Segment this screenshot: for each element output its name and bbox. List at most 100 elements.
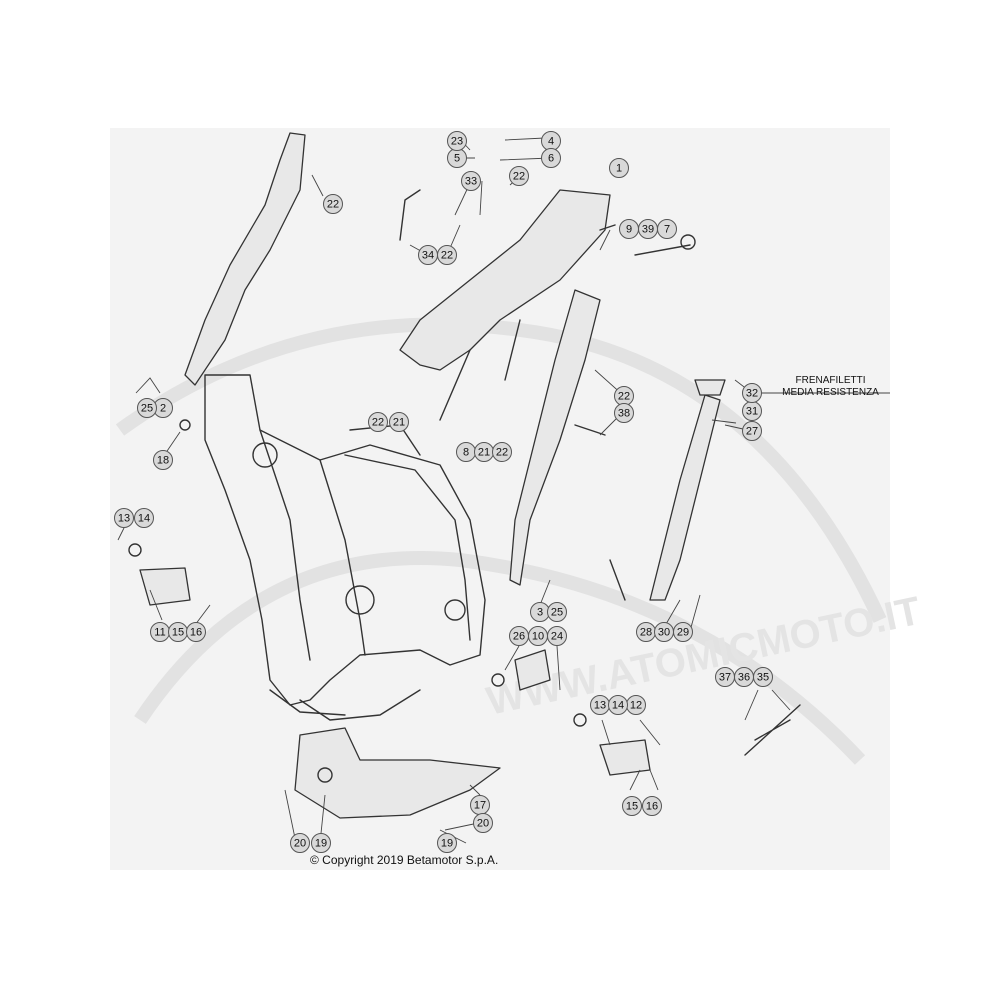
callout-number: 24 <box>551 631 563 643</box>
callout-13: 13 <box>590 695 610 715</box>
callout-circle <box>186 622 206 642</box>
callout-5: 5 <box>447 148 467 168</box>
callout-number: 25 <box>551 607 563 619</box>
callout-20: 20 <box>473 813 493 833</box>
callout-circle <box>114 508 134 528</box>
callout-14: 14 <box>608 695 628 715</box>
callout-circle <box>509 166 529 186</box>
callout-number: 16 <box>646 801 658 813</box>
callout-4: 4 <box>541 131 561 151</box>
callout-number: 35 <box>757 672 769 684</box>
callout-34: 34 <box>418 245 438 265</box>
callout-number: 22 <box>496 447 508 459</box>
callout-19: 19 <box>437 833 457 853</box>
callout-12: 12 <box>626 695 646 715</box>
callout-6: 6 <box>541 148 561 168</box>
callout-circle <box>153 450 173 470</box>
callout-circle <box>437 833 457 853</box>
callout-number: 1 <box>616 163 622 175</box>
callout-28: 28 <box>636 622 656 642</box>
callout-circle <box>642 796 662 816</box>
callout-number: 22 <box>327 199 339 211</box>
skid-plate <box>294 727 501 819</box>
copyright-text: © Copyright 2019 Betamotor S.p.A. <box>310 853 499 867</box>
callout-number: 31 <box>746 406 758 418</box>
callout-number: 17 <box>474 800 486 812</box>
callout-31: 31 <box>742 401 762 421</box>
callout-25: 25 <box>547 602 567 622</box>
callout-number: 19 <box>441 838 453 850</box>
callout-21: 21 <box>474 442 494 462</box>
callout-number: 18 <box>157 455 169 467</box>
callout-number: 3 <box>537 607 543 619</box>
threadlock-note: FRENAFILETTI MEDIA RESISTENZA <box>768 375 893 399</box>
callout-1: 1 <box>609 158 629 178</box>
callout-26: 26 <box>509 626 529 646</box>
callout-number: 4 <box>548 136 554 148</box>
callout-number: 23 <box>451 136 463 148</box>
callout-number: 16 <box>190 627 202 639</box>
callout-number: 30 <box>658 627 670 639</box>
main-frame <box>204 374 486 721</box>
callout-number: 7 <box>664 224 670 236</box>
callout-number: 22 <box>513 171 525 183</box>
callout-33: 33 <box>461 171 481 191</box>
callout-11: 11 <box>150 622 170 642</box>
callout-circle <box>389 412 409 432</box>
chain-guide-bracket <box>491 649 551 691</box>
callout-22: 22 <box>437 245 457 265</box>
callout-circle <box>541 148 561 168</box>
callout-circle <box>137 398 157 418</box>
callout-circle <box>638 219 658 239</box>
callout-circle <box>461 171 481 191</box>
callout-number: 10 <box>532 631 544 643</box>
callout-15: 15 <box>622 796 642 816</box>
callout-number: 9 <box>626 224 632 236</box>
callout-circle <box>622 796 642 816</box>
callout-number: 28 <box>640 627 652 639</box>
callout-22: 22 <box>368 412 388 432</box>
callout-13: 13 <box>114 508 134 528</box>
callout-37: 37 <box>715 667 735 687</box>
callout-35: 35 <box>753 667 773 687</box>
callout-number: 19 <box>315 838 327 850</box>
callout-circle <box>742 383 762 403</box>
callout-number: 6 <box>548 153 554 165</box>
right-footpeg <box>573 713 651 776</box>
callout-circle <box>473 813 493 833</box>
callout-number: 38 <box>618 408 630 420</box>
callout-38: 38 <box>614 403 634 423</box>
top-hardware <box>179 189 696 436</box>
callout-16: 16 <box>642 796 662 816</box>
callout-30: 30 <box>654 622 674 642</box>
callout-21: 21 <box>389 412 409 432</box>
callout-number: 20 <box>477 818 489 830</box>
callout-number: 14 <box>138 513 150 525</box>
callout-number: 37 <box>719 672 731 684</box>
callout-39: 39 <box>638 219 658 239</box>
callout-number: 26 <box>513 631 525 643</box>
callout-29: 29 <box>673 622 693 642</box>
leader-lines <box>117 134 890 844</box>
callout-circle <box>368 412 388 432</box>
callout-15: 15 <box>168 622 188 642</box>
callout-number: 14 <box>612 700 624 712</box>
rear-subframe <box>399 189 611 586</box>
callout-36: 36 <box>734 667 754 687</box>
callout-number: 27 <box>746 426 758 438</box>
callout-number: 39 <box>642 224 654 236</box>
callout-number: 2 <box>160 403 166 415</box>
callout-circle <box>290 833 310 853</box>
callout-16: 16 <box>186 622 206 642</box>
callout-circle <box>614 403 634 423</box>
callout-circle <box>509 626 529 646</box>
callout-32: 32 <box>742 383 762 403</box>
callout-22: 22 <box>614 386 634 406</box>
callout-circle <box>715 667 735 687</box>
callout-number: 12 <box>630 700 642 712</box>
callout-circle <box>311 833 331 853</box>
callout-22: 22 <box>323 194 343 214</box>
callout-number: 5 <box>454 153 460 165</box>
callout-circle <box>547 626 567 646</box>
